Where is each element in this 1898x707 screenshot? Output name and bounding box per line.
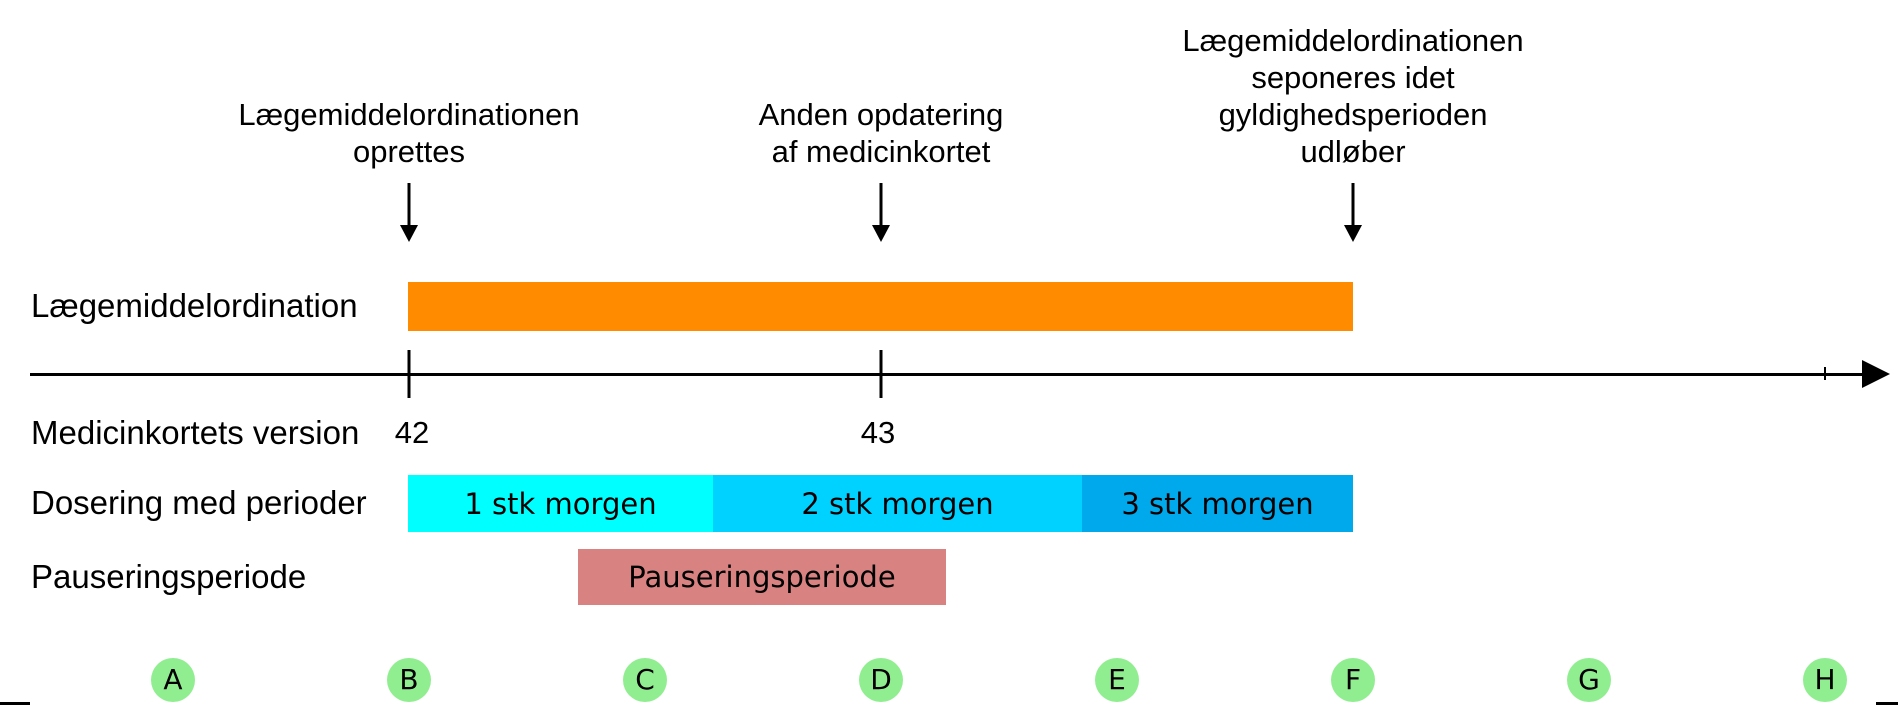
marker-e: E bbox=[1095, 658, 1139, 702]
marker-d: D bbox=[859, 658, 903, 702]
down-arrow-icon bbox=[1351, 183, 1355, 225]
pause-period-bar: Pauseringsperiode bbox=[578, 549, 946, 605]
down-arrowhead-icon bbox=[872, 225, 890, 242]
annotation-ordination-discontinued: Lægemiddelordinationen seponeres idet gy… bbox=[1093, 22, 1613, 170]
dosage-segment-2: 2 stk morgen bbox=[713, 475, 1082, 532]
row-label-dosage: Dosering med perioder bbox=[31, 484, 367, 521]
down-arrowhead-icon bbox=[400, 225, 418, 242]
axis-tick-version-43 bbox=[879, 350, 883, 398]
annotation-line: Lægemiddelordinationen bbox=[238, 97, 580, 132]
marker-h: H bbox=[1803, 658, 1847, 702]
dosage-segment-1: 1 stk morgen bbox=[408, 475, 713, 532]
row-label-pause: Pauseringsperiode bbox=[31, 558, 307, 595]
marker-g: G bbox=[1567, 658, 1611, 702]
border-artifact-right bbox=[1876, 702, 1898, 705]
annotation-line: Lægemiddelordinationen bbox=[1182, 23, 1524, 58]
row-label-version: Medicinkortets version bbox=[31, 414, 360, 451]
down-arrowhead-icon bbox=[1344, 225, 1362, 242]
annotation-ordination-created: Lægemiddelordinationen oprettes bbox=[149, 96, 669, 170]
down-arrow-icon bbox=[879, 183, 883, 225]
border-artifact-left bbox=[0, 702, 30, 705]
marker-c: C bbox=[623, 658, 667, 702]
axis-tick-version-42 bbox=[407, 350, 411, 398]
axis-arrowhead-icon bbox=[1862, 360, 1890, 388]
annotation-line: udløber bbox=[1300, 134, 1406, 169]
annotation-second-update: Anden opdatering af medicinkortet bbox=[621, 96, 1141, 170]
version-value-42: 42 bbox=[394, 415, 430, 450]
annotation-line: af medicinkortet bbox=[771, 134, 991, 169]
dosage-segment-3: 3 stk morgen bbox=[1082, 475, 1353, 532]
marker-b: B bbox=[387, 658, 431, 702]
row-label-ordination: Lægemiddelordination bbox=[31, 287, 358, 324]
annotation-line: Anden opdatering bbox=[758, 97, 1004, 132]
down-arrow-icon bbox=[407, 183, 411, 225]
annotation-line: oprettes bbox=[352, 134, 465, 169]
marker-f: F bbox=[1331, 658, 1375, 702]
time-axis bbox=[30, 373, 1862, 376]
annotation-line: seponeres idet bbox=[1251, 60, 1455, 95]
ordination-period-bar bbox=[408, 282, 1353, 331]
annotation-line: gyldighedsperioden bbox=[1218, 97, 1488, 132]
marker-a: A bbox=[151, 658, 195, 702]
axis-minor-tick bbox=[1824, 367, 1826, 380]
version-value-43: 43 bbox=[860, 415, 896, 450]
